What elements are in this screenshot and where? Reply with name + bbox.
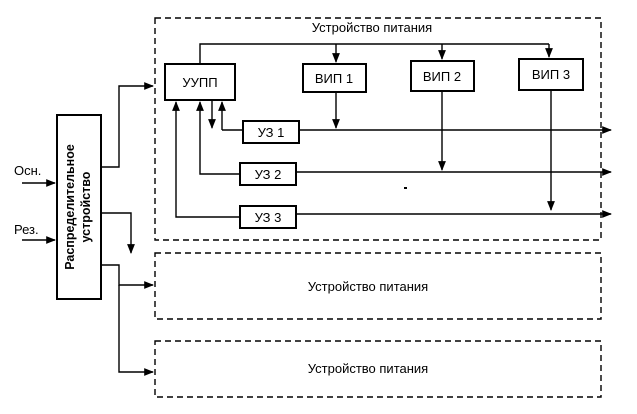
uz3-label: УЗ 3 xyxy=(255,210,282,225)
uupp-label: УУПП xyxy=(182,75,217,90)
vip2-block xyxy=(410,60,475,92)
power-supply-3-title: Устройство питания xyxy=(308,361,428,376)
output-to-psu-2 xyxy=(101,212,135,254)
vip3-label: ВИП 3 xyxy=(532,67,570,82)
vip1-block xyxy=(302,63,367,93)
power-supply-2-frame xyxy=(154,252,602,320)
uz1-block xyxy=(242,120,300,144)
stray-mark xyxy=(404,187,407,189)
vip1-label: ВИП 1 xyxy=(315,71,353,86)
control-bus xyxy=(199,43,549,64)
distributor-label-line2: устройство xyxy=(79,171,93,242)
feedback-uz3 xyxy=(172,101,240,218)
power-supply-main-frame xyxy=(154,17,602,241)
output-to-uupp xyxy=(101,82,154,168)
power-supply-main-title: Устройство питания xyxy=(312,20,432,35)
uz1-label: УЗ 1 xyxy=(258,125,285,140)
vip2-label: ВИП 2 xyxy=(423,69,461,84)
input-main-label: Осн. xyxy=(14,163,41,178)
uz2-label: УЗ 2 xyxy=(255,167,282,182)
feedback-uz2 xyxy=(196,101,240,175)
power-supply-2-title: Устройство питания xyxy=(308,279,428,294)
output-to-psu-3 xyxy=(118,285,154,376)
distributor-label-line1: Распределительное xyxy=(63,144,77,270)
distributor-block xyxy=(56,114,102,300)
vip3-block xyxy=(518,58,584,91)
output-to-psu-2b xyxy=(101,264,154,289)
input-reserve-label: Рез. xyxy=(14,222,39,237)
power-supply-3-frame xyxy=(154,340,602,398)
